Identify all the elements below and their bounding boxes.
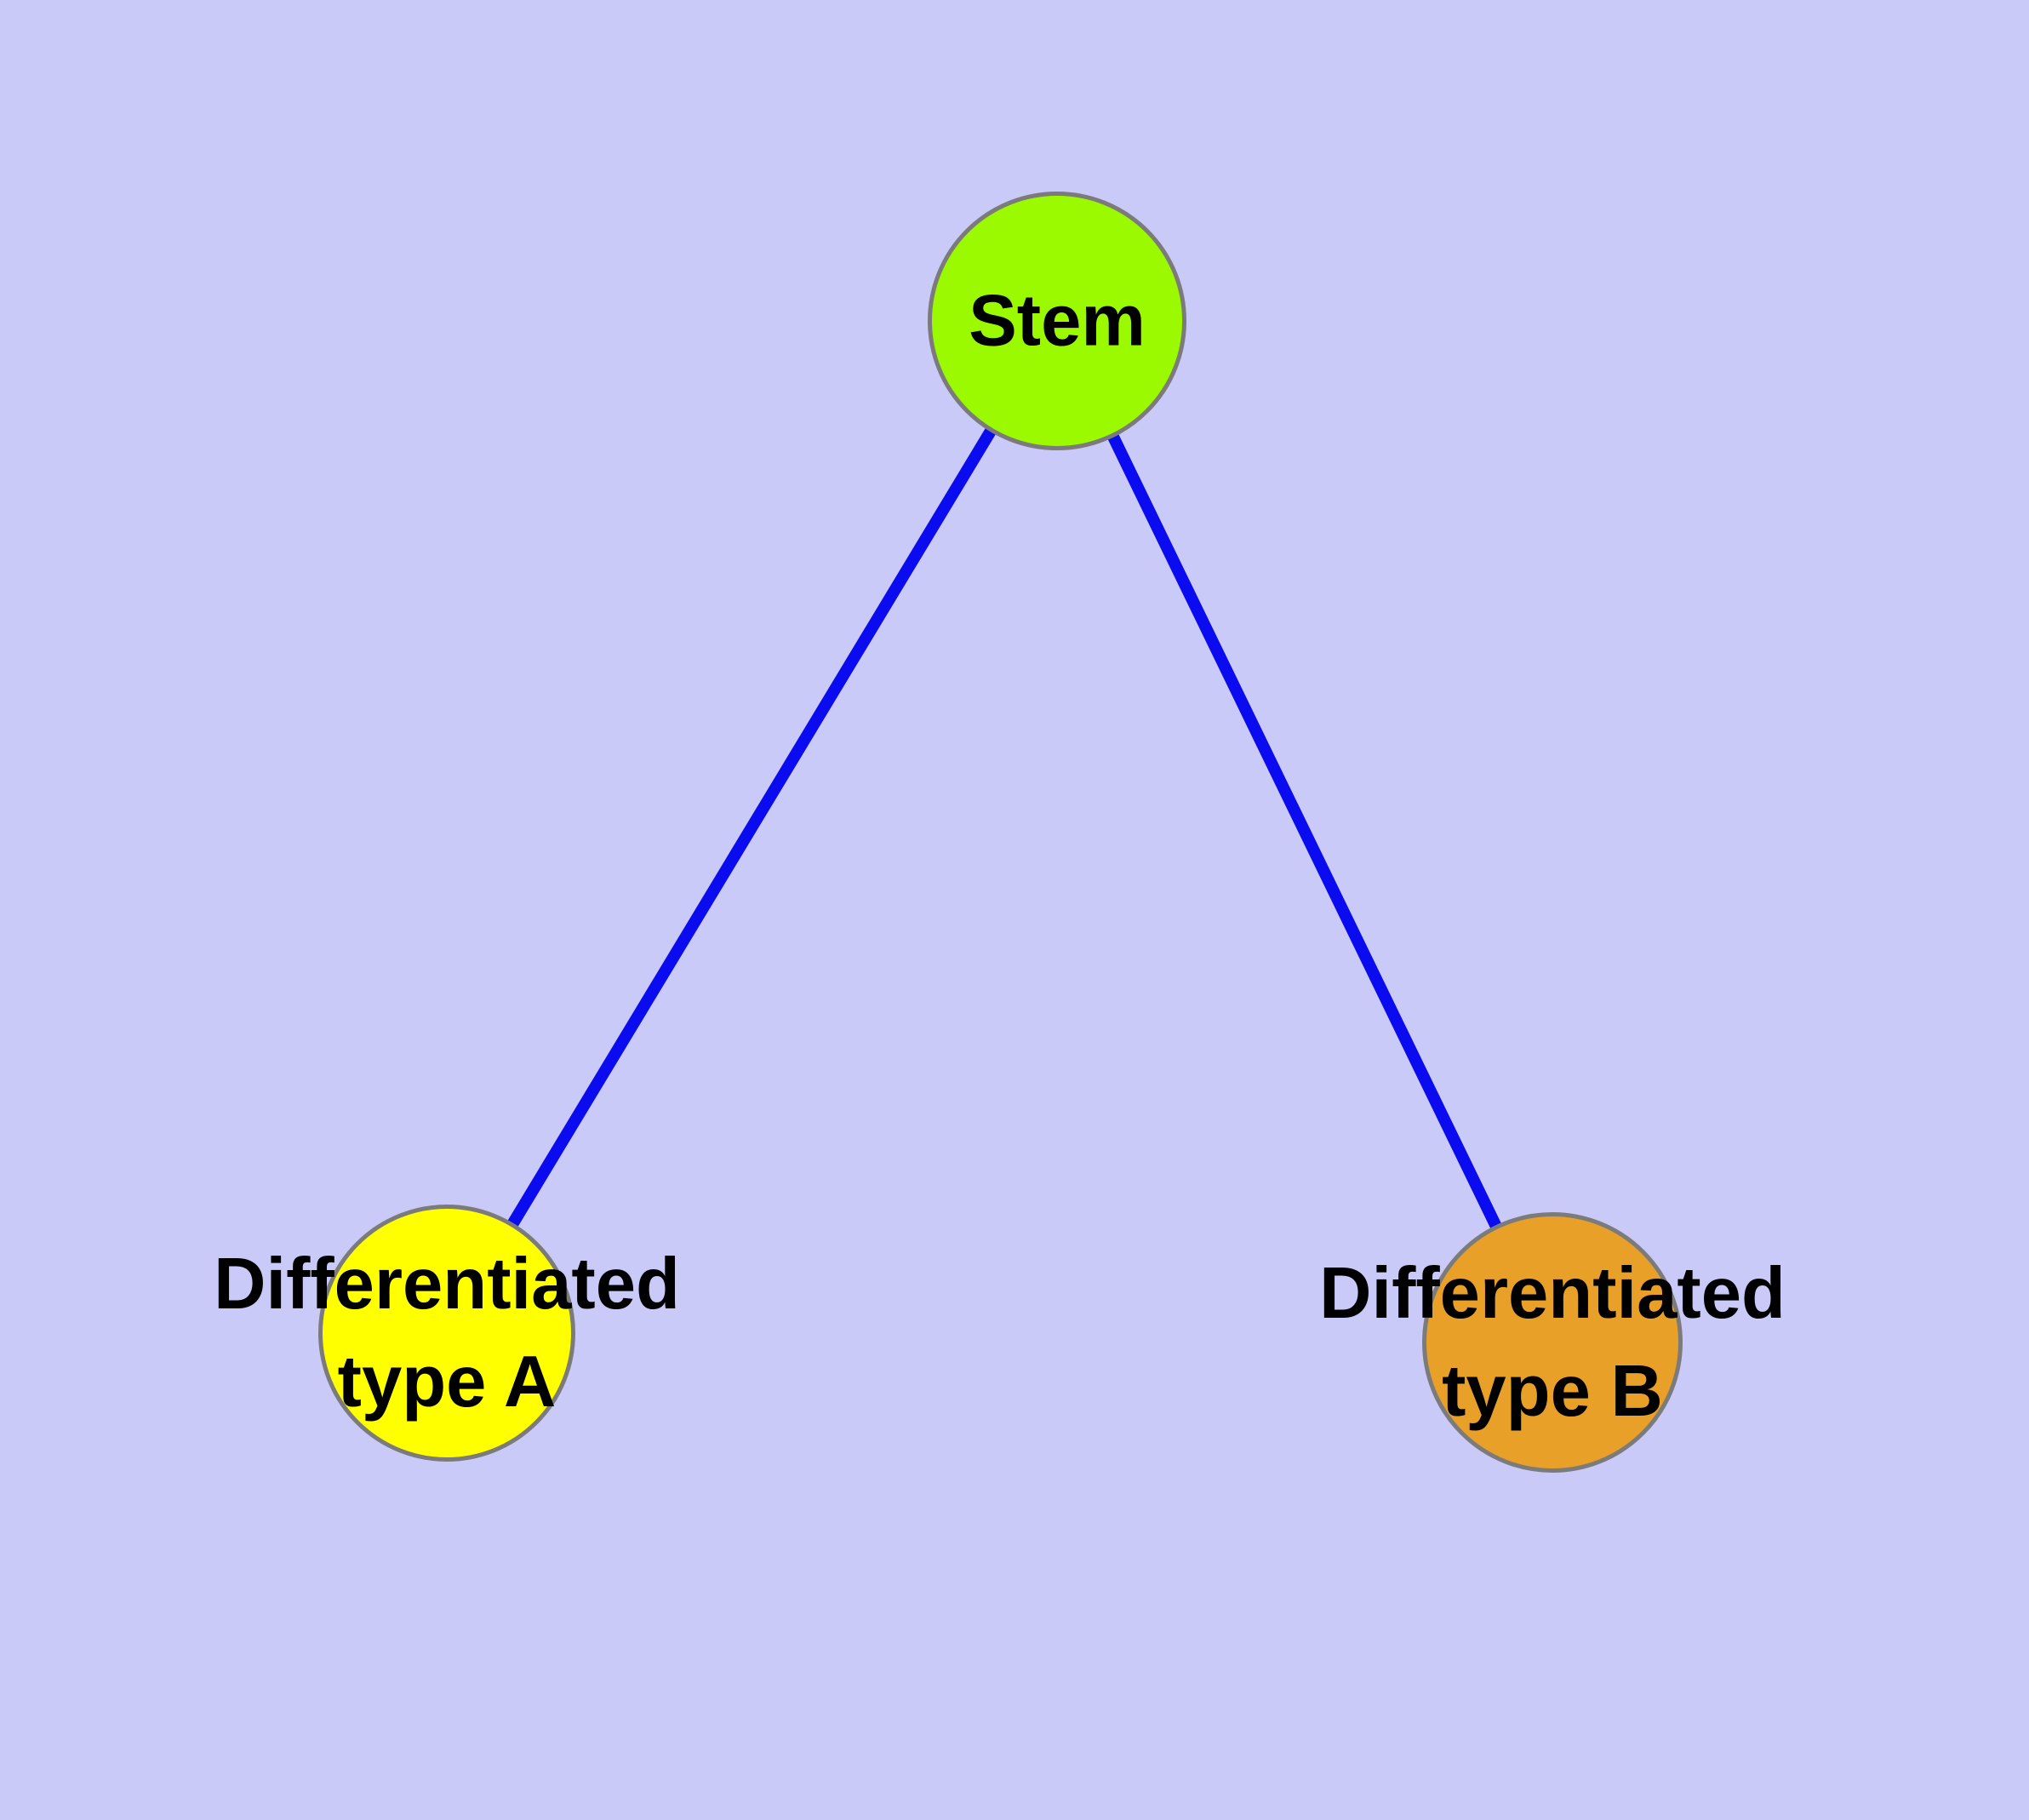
node-stem [928, 192, 1186, 450]
edge-stem-diff-a [442, 318, 1062, 1336]
node-differentiated-type-b [1422, 1212, 1683, 1473]
node-b-label-line-2: type B [1442, 1351, 1663, 1432]
node-stem-label: Stem [969, 272, 1146, 370]
node-a-label-line-1: Differentiated [214, 1244, 680, 1325]
node-a-label-line-2: type A [337, 1342, 557, 1422]
node-differentiated-type-a-label: Differentiated type A [214, 1235, 680, 1431]
edge-stem-diff-b [1051, 318, 1558, 1346]
node-stem-label-line: Stem [969, 280, 1146, 362]
node-differentiated-type-b-label: Differentiated type B [1319, 1245, 1786, 1440]
node-differentiated-type-a [318, 1205, 575, 1462]
node-b-label-line-1: Differentiated [1319, 1253, 1786, 1334]
